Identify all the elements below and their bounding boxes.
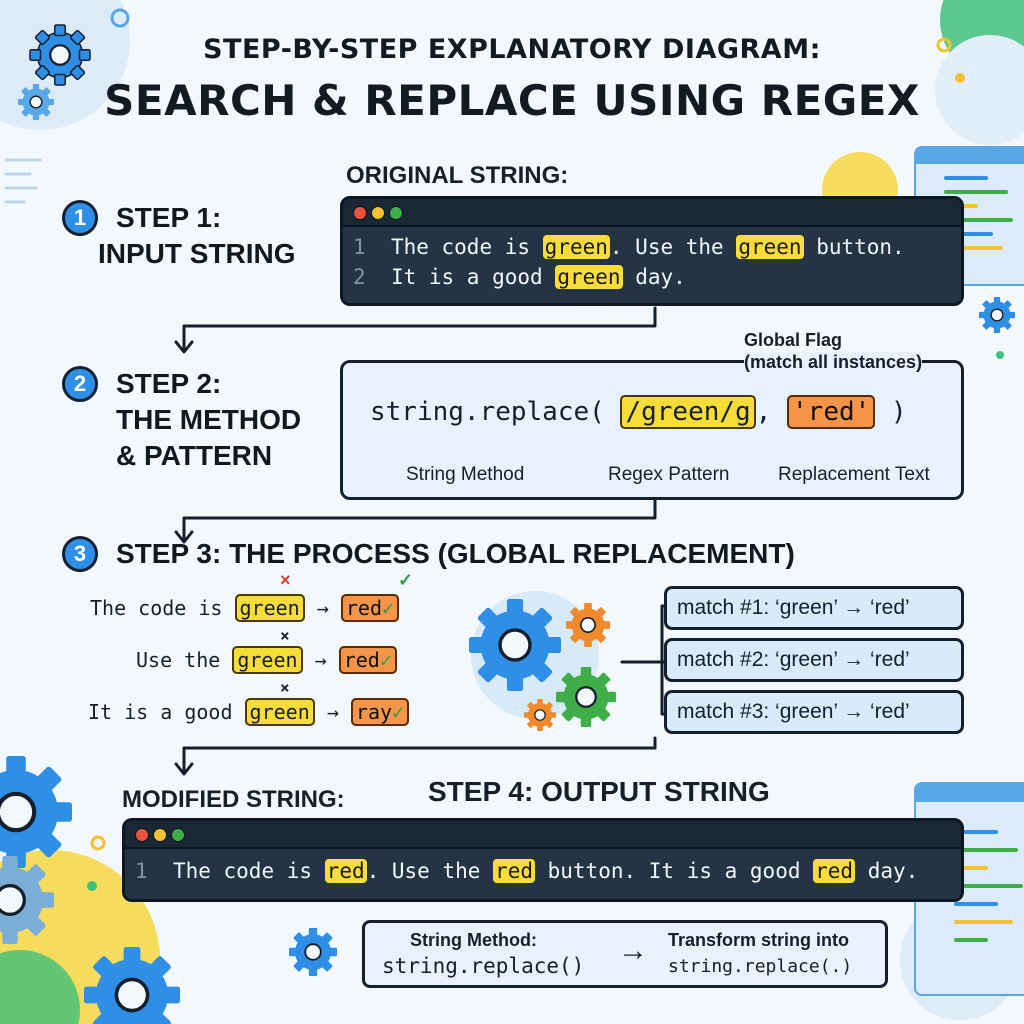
cross-icon: ×: [280, 570, 291, 590]
match-highlight: green: [736, 235, 804, 259]
maximize-dot: [171, 828, 185, 842]
step-2-badge: 2: [62, 366, 98, 402]
original-string-caption: ORIGINAL STRING:: [346, 162, 569, 189]
summary-box: [362, 920, 888, 988]
output-terminal: 1 The code is red. Use the red button. I…: [122, 818, 964, 902]
annotation-string-method: String Method: [406, 464, 525, 485]
replace-call: string.replace( /green/g, 'red' ): [370, 395, 907, 429]
match-card-2: match #2: ‘green’ → ‘red’: [664, 638, 964, 682]
method-name: string.replace(: [370, 397, 605, 427]
replaced-highlight: red: [324, 859, 367, 883]
match-pill: green: [244, 698, 315, 726]
arrow-icon: →: [314, 648, 327, 672]
close-dot: [135, 828, 149, 842]
process-row-3: It is a good green → ray✓: [88, 698, 410, 726]
check-icon: ✓: [381, 596, 395, 620]
step-3-badge: 3: [62, 536, 98, 572]
step-4-label: STEP 4: OUTPUT STRING: [428, 776, 770, 807]
output-line-1: 1 The code is red. Use the red button. I…: [135, 859, 919, 883]
cross-icon: ×: [280, 678, 290, 697]
input-line-1: 1 The code is green. Use the green butto…: [353, 235, 905, 259]
step-2-label: STEP 2:: [116, 368, 222, 399]
modified-string-caption: MODIFIED STRING:: [122, 786, 345, 813]
step-2-sublabel: THE METHOD: [116, 404, 302, 435]
replaced-highlight: red: [493, 859, 535, 883]
check-icon: ✓: [398, 570, 414, 590]
summary-method-code: string.replace(): [382, 954, 585, 978]
match-highlight: green: [555, 265, 623, 289]
close-dot: [353, 206, 367, 220]
arrow-icon: →: [316, 596, 329, 620]
method-panel: [340, 360, 964, 500]
match-card-1: match #1: ‘green’ → ‘red’: [664, 586, 964, 630]
replaced-highlight: red: [813, 859, 856, 883]
title-line-2: SEARCH & REPLACE USING REGEX: [104, 76, 920, 125]
cross-icon: ×: [280, 626, 290, 645]
summary-transform-label: Transform string into: [668, 930, 850, 950]
process-row-2: Use the green → red✓: [136, 646, 397, 674]
line-number: 1: [135, 859, 148, 883]
arrow-icon: →: [326, 700, 339, 724]
result-pill: ray✓: [350, 698, 410, 726]
replacement-text: 'red': [787, 395, 876, 429]
global-flag-note-detail: (match all instances): [744, 352, 923, 373]
annotation-regex-pattern: Regex Pattern: [608, 464, 730, 485]
match-card-3: match #3: ‘green’ → ‘red’: [664, 690, 964, 734]
step-1-sublabel: INPUT STRING: [98, 238, 296, 269]
step-1-label: STEP 1:: [116, 202, 222, 233]
match-highlight: green: [542, 235, 610, 259]
regex-pattern: /green/g: [620, 395, 756, 429]
match-pill: green: [234, 594, 305, 622]
result-pill: red✓: [338, 646, 397, 674]
process-row-1: The code is green → red✓: [90, 594, 400, 622]
line-number: 1: [353, 235, 366, 259]
input-line-2: 2 It is a good green day.: [353, 265, 686, 289]
result-pill: red✓: [340, 594, 400, 622]
line-number: 2: [353, 265, 366, 289]
step-3-label: STEP 3: THE PROCESS (GLOBAL REPLACEMENT): [116, 538, 795, 569]
step-2-sublabel-2: & PATTERN: [116, 440, 273, 471]
check-icon: ✓: [379, 648, 392, 672]
maximize-dot: [389, 206, 403, 220]
input-terminal: 1 The code is green. Use the green butto…: [340, 196, 964, 306]
global-flag-note: Global Flag: [744, 330, 843, 350]
arrow-icon: →: [618, 934, 648, 967]
summary-method-label: String Method:: [410, 930, 537, 950]
annotation-replacement-text: Replacement Text: [778, 464, 930, 485]
step-1-badge: 1: [62, 200, 98, 236]
title-line-1: STEP-BY-STEP EXPLANATORY DIAGRAM:: [203, 34, 821, 65]
minimize-dot: [153, 828, 167, 842]
summary-transform-code: string.replace(.): [668, 956, 853, 977]
minimize-dot: [371, 206, 385, 220]
check-icon: ✓: [392, 700, 405, 724]
match-pill: green: [232, 646, 303, 674]
